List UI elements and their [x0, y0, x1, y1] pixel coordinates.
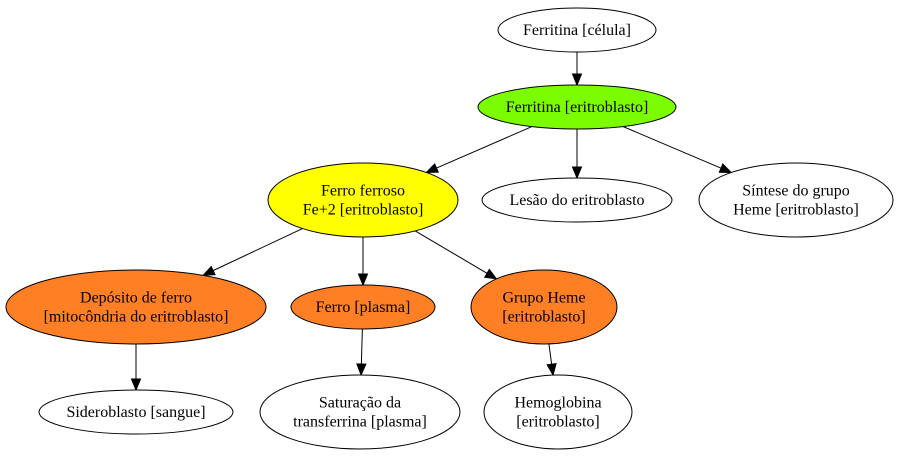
node-shape — [698, 162, 894, 238]
node-label-line: Ferro ferroso — [321, 183, 405, 200]
node-shape — [483, 374, 633, 450]
arrowhead-icon — [718, 163, 733, 173]
edge-deposito-ferro-to-sideroblasto-sangue — [130, 344, 142, 392]
node-sideroblasto-sangue: Sideroblasto [sangue] — [38, 389, 234, 435]
edge-ferritina-eritroblasto-to-ferro-ferroso — [425, 126, 533, 173]
edge-ferritina-celula-to-ferritina-eritroblasto — [571, 52, 583, 87]
node-label-line: Sideroblasto [sangue] — [66, 404, 205, 421]
node-label-line: [eritroblasto] — [502, 309, 586, 326]
edge-line — [415, 230, 488, 274]
edge-line — [360, 328, 363, 365]
node-label-line: Síntese do grupo — [742, 183, 850, 200]
node-label-line: [mitocôndria do eritroblasto] — [44, 309, 229, 326]
node-deposito-ferro: Depósito de ferro [mitocôndria do eritrob… — [5, 269, 267, 345]
node-hemoglobina: Hemoglobina [eritroblasto] — [483, 374, 633, 450]
edge-ferro-plasma-to-saturacao-transferrina — [356, 328, 367, 377]
node-shape — [267, 162, 459, 238]
node-lesao-eritroblasto: Lesão do eritroblasto — [481, 177, 673, 223]
edge-ferro-ferroso-to-deposito-ferro — [202, 228, 303, 276]
node-ferro-plasma: Ferro [plasma] — [290, 284, 436, 330]
edge-ferro-ferroso-to-grupo-heme — [415, 230, 498, 280]
node-label-line: Ferro [plasma] — [316, 299, 411, 316]
node-label-line: Ferritina [célula] — [523, 22, 631, 39]
node-shape — [259, 374, 461, 450]
node-saturacao-transferrina: Saturação da transferrina [plasma] — [259, 374, 461, 450]
node-label-line: Saturação da — [319, 395, 401, 412]
edge-line — [212, 228, 303, 272]
node-label-line: Depósito de ferro — [80, 290, 192, 307]
node-shape — [477, 84, 677, 130]
node-shape — [38, 389, 234, 435]
node-grupo-heme: Grupo Heme [eritroblasto] — [470, 269, 618, 345]
node-shape — [497, 7, 657, 53]
arrowhead-icon — [130, 378, 142, 392]
node-label-line: Heme [eritroblasto] — [733, 202, 859, 219]
node-shape — [470, 269, 618, 345]
arrowhead-icon — [571, 73, 583, 87]
edge-line — [436, 126, 533, 169]
node-label-line: Grupo Heme — [502, 290, 585, 307]
edge-ferritina-eritroblasto-to-lesao-eritroblasto — [571, 129, 583, 180]
arrowhead-icon — [546, 362, 557, 377]
node-label-line: [eritroblasto] — [516, 414, 600, 431]
edge-line — [548, 343, 553, 365]
node-shape — [290, 284, 436, 330]
node-shape — [481, 177, 673, 223]
edges-layer — [130, 52, 733, 392]
arrowhead-icon — [357, 273, 369, 287]
node-label-line: Lesão do eritroblasto — [509, 192, 644, 209]
arrowhead-icon — [425, 163, 440, 173]
edge-line — [622, 126, 722, 169]
node-label-line: Ferritina [eritroblasto] — [506, 99, 649, 116]
node-label-line: transferrina [plasma] — [293, 414, 427, 431]
node-ferritina-celula: Ferritina [célula] — [497, 7, 657, 53]
arrowhead-icon — [571, 166, 583, 180]
node-label-line: Fe+2 [eritroblasto] — [303, 202, 424, 219]
node-label-line: Hemoglobina — [514, 395, 601, 412]
edge-grupo-heme-to-hemoglobina — [546, 343, 557, 377]
node-ferritina-eritroblasto: Ferritina [eritroblasto] — [477, 84, 677, 130]
nodes-layer: Ferritina [célula] Ferritina [eritroblast… — [5, 7, 894, 450]
arrowhead-icon — [202, 265, 216, 276]
arrowhead-icon — [483, 268, 498, 280]
edge-ferritina-eritroblasto-to-sintese-grupo-heme — [622, 126, 733, 173]
arrowhead-icon — [356, 363, 367, 377]
edge-ferro-ferroso-to-ferro-plasma — [357, 237, 369, 287]
node-shape — [5, 269, 267, 345]
